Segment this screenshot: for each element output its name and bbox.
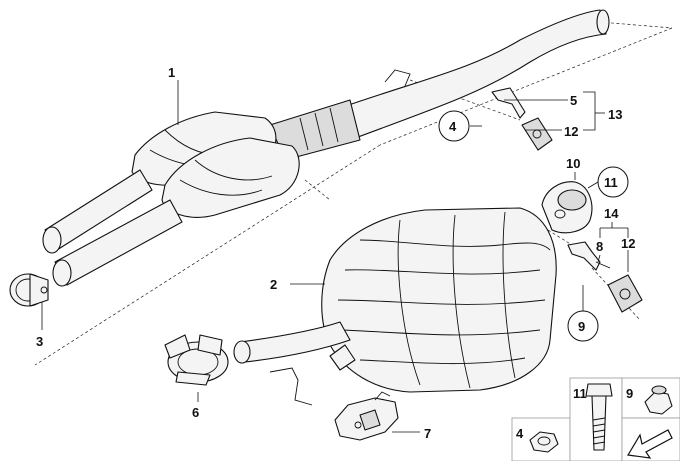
- callout-circle-11: [597, 166, 629, 198]
- callout-circle-9: [567, 310, 599, 342]
- legend-label-9: 9: [626, 386, 633, 401]
- callout-2: 2: [270, 277, 277, 292]
- callout-labels: 1 2 3 4 5 6 7 8 9 10 11 12 12 13 14: [36, 65, 635, 441]
- callout-9: 9: [578, 319, 585, 334]
- clamp-part-6[interactable]: [164, 334, 229, 386]
- callout-8: 8: [596, 239, 603, 254]
- callout-12-a: 12: [564, 124, 578, 139]
- leader-lines: [41, 80, 629, 433]
- self-locking-nut-icon: [644, 385, 673, 415]
- callout-14: 14: [604, 206, 619, 221]
- hanger-bracket-part-5[interactable]: [491, 87, 553, 151]
- bracket-part-7[interactable]: [334, 391, 399, 441]
- rubber-mount-part-10[interactable]: [541, 181, 593, 234]
- arrow-icon: [627, 429, 673, 459]
- legend-label-11: 11: [573, 386, 587, 401]
- callout-1: 1: [168, 65, 175, 80]
- nut-icon: [529, 431, 559, 453]
- rubber-hanger-part-12[interactable]: [607, 274, 643, 313]
- bolt-icon: [585, 383, 613, 451]
- callout-11: 11: [604, 175, 618, 190]
- hanger-part-8[interactable]: [567, 241, 611, 271]
- callout-10: 10: [566, 156, 580, 171]
- hardware-legend: 4 11 9: [511, 377, 680, 461]
- clamp-part-3[interactable]: [9, 273, 49, 307]
- callout-6: 6: [192, 405, 199, 420]
- callout-4: 4: [449, 119, 457, 134]
- legend-label-4: 4: [516, 426, 524, 441]
- callout-7: 7: [424, 426, 431, 441]
- front-pipe-catalytic-converter[interactable]: [42, 9, 610, 287]
- callout-circle-4: [438, 110, 470, 142]
- callout-3: 3: [36, 334, 43, 349]
- callout-12-b: 12: [621, 236, 635, 251]
- rear-muffler[interactable]: [233, 207, 557, 406]
- callout-13: 13: [608, 107, 622, 122]
- callout-5: 5: [570, 93, 577, 108]
